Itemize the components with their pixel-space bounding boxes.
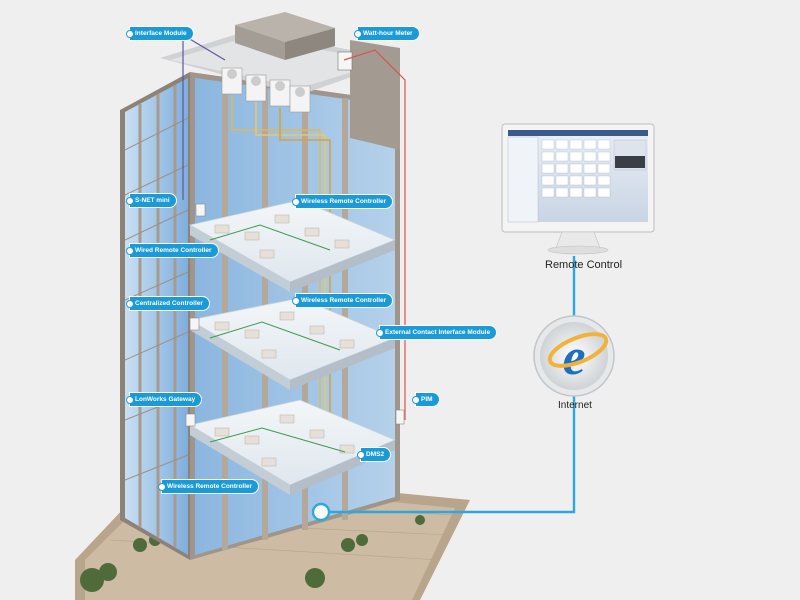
callout-pim: PIM [412, 393, 439, 406]
remote-control-label: Remote Control [545, 259, 623, 271]
watt-hour-meter-device [337, 51, 353, 71]
callout-dms2: DMS2 [356, 448, 391, 461]
roof [160, 12, 400, 150]
internet-label: Internet [558, 400, 592, 411]
internet-explorer-logo-icon: e [533, 315, 615, 397]
monitor-icon [501, 123, 655, 255]
building-network-node [311, 502, 331, 522]
cutaway-floor-1 [188, 199, 397, 292]
callout-centralized-controller: Centralized Controller [126, 297, 209, 310]
network-connection [330, 256, 576, 514]
callout-snet-mini: S-NET mini [126, 194, 176, 207]
callout-wireless-remote-controller-3: Wireless Remote Controller [157, 480, 259, 493]
callout-watt-hour-meter: Watt-hour Meter [354, 27, 419, 40]
cutaway-floor-2 [188, 297, 397, 390]
callout-external-contact-interface-module: External Contact Interface Module [375, 326, 497, 339]
signal-wiring [182, 34, 406, 420]
callout-wired-remote-controller: Wired Remote Controller [126, 244, 218, 257]
callout-wireless-remote-controller-1: Wireless Remote Controller [291, 195, 393, 208]
wall-controllers [185, 203, 405, 427]
callout-wireless-remote-controller-2: Wireless Remote Controller [291, 294, 393, 307]
rooftop-outdoor-units [221, 67, 311, 113]
callout-interface-module: Interface Module [126, 27, 193, 40]
callout-lonworks-gateway: LonWorks Gateway [125, 393, 202, 406]
